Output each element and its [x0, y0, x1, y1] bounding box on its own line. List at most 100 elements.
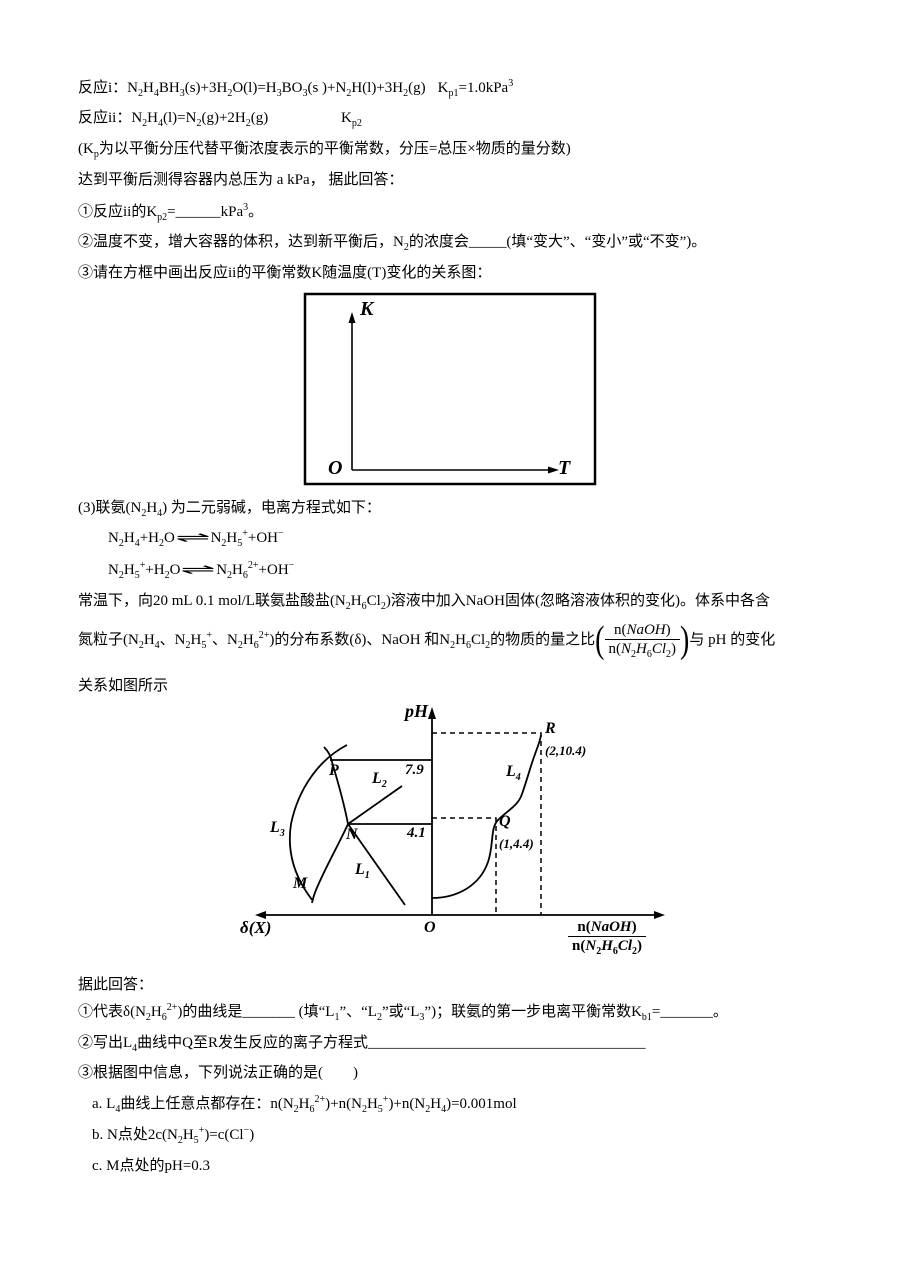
point-r-label: R — [545, 720, 556, 737]
subscript: 2 — [245, 118, 251, 129]
equilibrium-arrow-icon: ⇌ — [180, 562, 216, 578]
text-run: H — [430, 1096, 442, 1112]
text-run: )的曲线是_______ (填“L — [177, 1004, 335, 1020]
text-run: c. M点处的pH=0.3 — [92, 1158, 211, 1174]
text-run: 据此回答： — [78, 977, 154, 993]
subscript: 2 — [196, 118, 202, 129]
reaction-ii-constant: Kp2 — [341, 108, 362, 130]
text-run: 的物质的量之比 — [490, 631, 596, 648]
subscript: 6 — [309, 1104, 315, 1115]
text-run: H — [123, 530, 135, 546]
curve-l1 — [347, 823, 406, 906]
subscript: 2 — [632, 946, 638, 957]
subscript: 2 — [145, 1012, 151, 1023]
text-run: 与 pH 的变化 — [689, 631, 776, 648]
text-run: n( — [608, 641, 622, 657]
superscript: 2+ — [314, 1094, 326, 1105]
ph-7-9-label: 7.9 — [405, 762, 424, 778]
point-q-coords: (1,4.4) — [499, 836, 534, 851]
text-run: ) — [665, 622, 671, 638]
text-run: Cl — [470, 631, 486, 648]
kt-x-arrow-icon — [548, 466, 559, 474]
right-axis-arrow-icon — [654, 911, 665, 919]
text-run: K — [437, 80, 449, 96]
curve-l3-label: L3 — [270, 818, 285, 840]
text-run: b. N点处2c(N — [92, 1127, 178, 1143]
text-run: N — [108, 530, 119, 546]
subscript: 2 — [177, 1135, 183, 1146]
ionization-equation-2: N2H5++H2O⇌N2H62++OH− — [108, 560, 294, 582]
kt-y-axis-label: K — [360, 298, 374, 320]
subscript: 3 — [419, 1012, 425, 1023]
option-b: b. N点处2c(N2H5+)=c(Cl−) — [92, 1125, 254, 1147]
point-q-label: Q — [499, 813, 511, 830]
superscript: + — [139, 560, 146, 571]
kt-origin-label: O — [328, 457, 343, 479]
text-run: a. L — [92, 1096, 116, 1112]
superscript: 3 — [243, 202, 249, 213]
subscript: 5 — [237, 538, 243, 549]
text-run: H — [455, 631, 466, 648]
kt-x-axis-label: T — [558, 457, 571, 479]
superscript: + — [382, 1094, 389, 1105]
text-run: ①代表δ(N — [78, 1004, 146, 1020]
text-run: ②写出L — [78, 1035, 133, 1051]
text-run: ) — [631, 919, 637, 935]
text-run: 氮粒子(N — [78, 631, 139, 648]
subscript: 5 — [134, 570, 140, 581]
text-run: (g)+2H — [201, 110, 246, 126]
text-run: +OH — [258, 562, 289, 578]
text-run: =______kPa — [167, 204, 244, 220]
subscript: b1 — [641, 1012, 652, 1023]
text-run: n( — [577, 919, 591, 935]
text-run: ”、“L — [339, 1004, 377, 1020]
italic-run: H — [601, 938, 613, 954]
subscript: 4 — [158, 118, 164, 129]
text-run: BH — [158, 80, 180, 96]
curve-l4 — [431, 734, 542, 899]
text-run: 、N — [159, 631, 186, 648]
r-guide-dashed — [432, 732, 542, 915]
text-run: BO — [281, 80, 303, 96]
equilibrium-condition: 达到平衡后测得容器内总压为 a kPa， 据此回答： — [78, 170, 403, 190]
subscript: 3 — [276, 88, 282, 99]
italic-run: Cl — [651, 641, 667, 657]
italic-run: N — [621, 641, 632, 657]
ratio-axis-label: n(NaOH)n(N2H6Cl2) — [568, 918, 647, 957]
fraction-numerator: n(NaOH) — [605, 621, 681, 639]
subscript: 2 — [425, 1104, 431, 1115]
ph-axis-arrow-icon — [428, 707, 436, 719]
superscript: + — [206, 629, 212, 641]
large-bracket: ) — [680, 618, 690, 661]
text-run: (g) — [408, 80, 426, 96]
subscript: 2 — [346, 88, 352, 99]
subscript: 2 — [185, 639, 191, 651]
text-run: )+n(N — [325, 1096, 362, 1112]
subscript: p2 — [157, 212, 168, 223]
curve-l4-label: L4 — [506, 762, 521, 784]
fraction: n(NaOH)n(N2H6Cl2) — [604, 621, 681, 660]
subscript: 6 — [161, 1012, 167, 1023]
text-run: )溶液中加入NaOH固体(忽略溶液体积的变化)。体系中各含 — [385, 593, 770, 609]
subscript: 2 — [237, 639, 243, 651]
reaction-i-line: 反应i：N2H4BH3(s)+3H2O(l)=H3BO3(s )+N2H(l)+… — [78, 78, 513, 100]
subscript: 2 — [293, 1104, 299, 1115]
left-axis-arrow-icon — [255, 911, 266, 919]
subscript: 2 — [361, 1104, 367, 1115]
q-guide-dashed — [432, 817, 497, 915]
superscript: − — [243, 1125, 250, 1136]
subscript: 2 — [164, 570, 170, 581]
subscript: 2 — [158, 538, 164, 549]
subscript: 5 — [201, 639, 207, 651]
text-run: ) — [671, 641, 677, 657]
text-run: H — [232, 562, 243, 578]
italic-run: Cl — [617, 938, 633, 954]
subscript: 2 — [118, 538, 124, 549]
reaction-i-equation: 反应i：N2H4BH3(s)+3H2O(l)=H3BO3(s )+N2H(l)+… — [78, 80, 426, 99]
text-run: H — [146, 500, 158, 516]
subscript: 4 — [115, 1104, 121, 1115]
subscript: 6 — [361, 601, 367, 612]
text-run: (l)=N — [163, 110, 197, 126]
text-run: (g) — [250, 110, 269, 126]
